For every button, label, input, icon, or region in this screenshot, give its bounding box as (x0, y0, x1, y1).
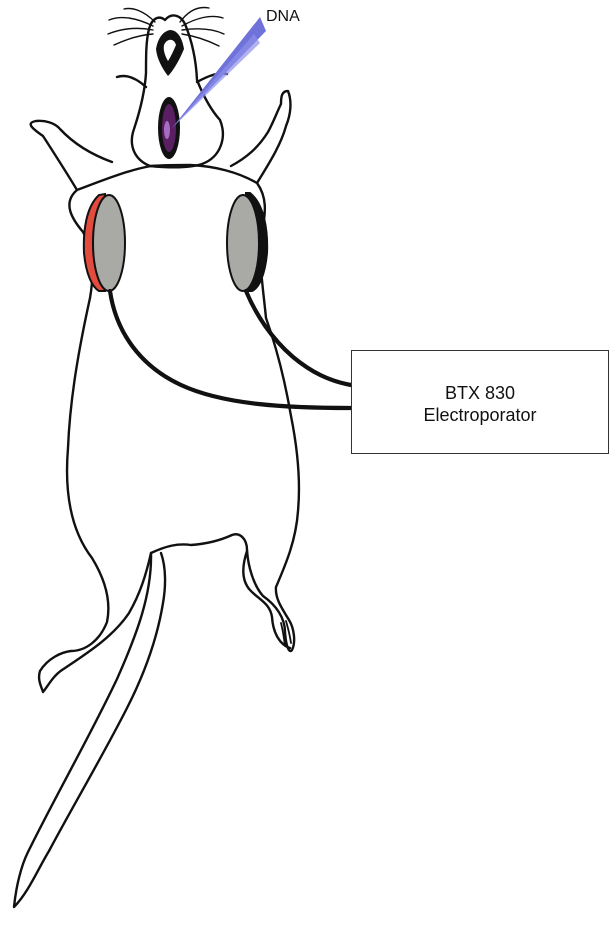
mouse-outline-icon (14, 15, 299, 907)
syringe-icon (172, 17, 266, 128)
left-electrode-cable (110, 291, 351, 408)
electrode-cables (110, 291, 351, 408)
electroporator-model-label: BTX 830 (352, 382, 608, 404)
tail-outline (14, 553, 165, 907)
right-forelimb (231, 91, 290, 183)
left-ear-outline (117, 76, 146, 87)
electrode-plate-right-icon (227, 193, 267, 291)
injection-site-icon (158, 97, 180, 159)
left-forelimb (31, 121, 112, 190)
right-electrode-cable (246, 291, 351, 385)
electroporator-device-box: BTX 830 Electroporator (351, 350, 609, 454)
electrode-plate-left-icon (84, 194, 125, 291)
dna-label: DNA (266, 9, 300, 25)
electroporator-label: BTX 830 Electroporator (352, 382, 608, 426)
electroporator-type-label: Electroporator (352, 404, 608, 426)
mouth-icon (156, 30, 184, 76)
